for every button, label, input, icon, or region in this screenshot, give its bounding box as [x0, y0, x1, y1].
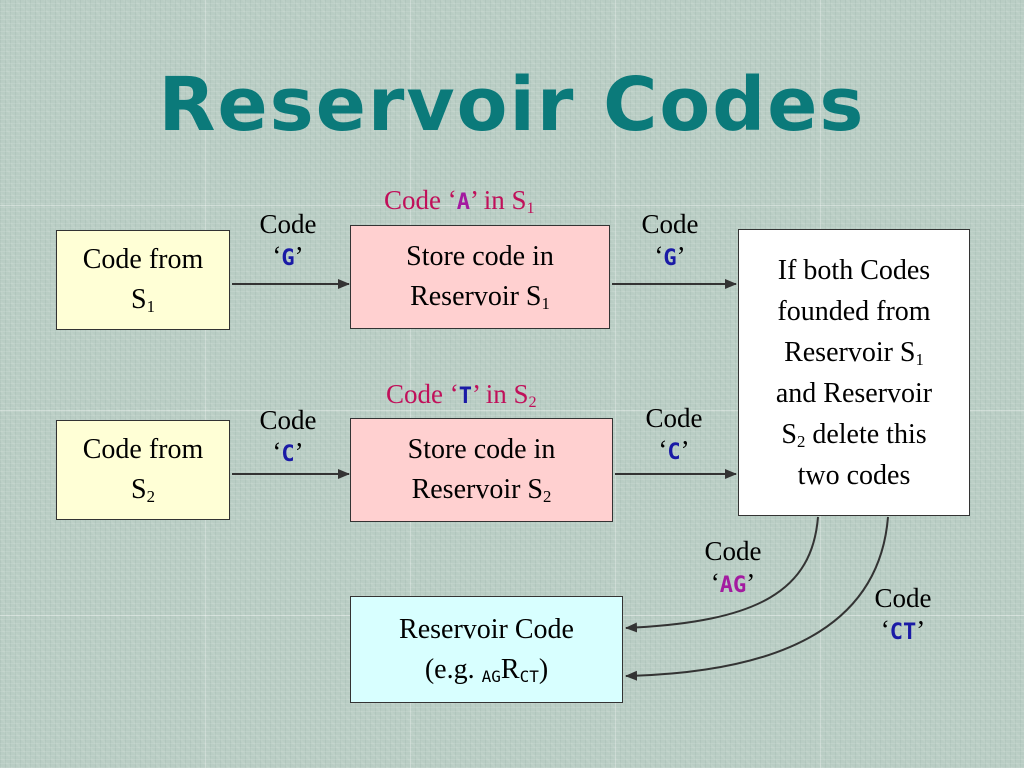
arrow-decision-ag-to-reservoir: [625, 516, 819, 633]
label-text: Code ‘: [386, 379, 459, 409]
box-text: two codes: [797, 459, 911, 491]
box-text: Store code in: [407, 434, 556, 465]
bg-seam: [615, 0, 616, 768]
source-name: S: [131, 284, 147, 315]
code-value: G: [663, 246, 677, 271]
reservoir-subscript: 1: [915, 349, 924, 369]
box-text: Code from: [82, 434, 204, 465]
label-subscript: 1: [526, 199, 535, 218]
example-subscript-right: CT: [519, 666, 539, 686]
code-value: C: [667, 440, 681, 465]
reservoir-subscript: 1: [541, 294, 550, 314]
code-value: CT: [889, 620, 917, 645]
box-text: Reservoir S: [411, 474, 544, 505]
source-subscript: 2: [146, 487, 155, 507]
quote-mark: ’: [746, 568, 756, 598]
example-r: R: [500, 653, 520, 685]
quote-mark: ’: [294, 437, 304, 467]
example-suffix: ): [538, 653, 549, 685]
label-code-g-right: Code ‘G’: [630, 208, 710, 275]
box-text: and Reservoir: [775, 377, 933, 409]
source-name: S: [131, 474, 147, 505]
quote-mark: ‘: [658, 435, 668, 465]
code-from-s1-box: Code from S1: [56, 230, 230, 330]
store-reservoir-s1-box: Store code in Reservoir S1: [350, 225, 610, 329]
box-text: S: [781, 418, 797, 450]
code-value: G: [281, 246, 295, 271]
label-code-ct: Code ‘CT’: [858, 582, 948, 649]
quote-mark: ’: [676, 241, 686, 271]
code-value: AG: [719, 573, 747, 598]
box-text: Reservoir Code: [399, 613, 574, 645]
label-text: Code: [641, 209, 699, 239]
quote-mark: ’: [680, 435, 690, 465]
slide-title: Reservoir Codes: [158, 62, 866, 148]
label-text: Code: [874, 583, 932, 613]
quote-mark: ’: [916, 615, 926, 645]
reservoir-subscript: 2: [796, 431, 806, 451]
label-text: Code: [645, 403, 703, 433]
label-code-c-right: Code ‘C’: [634, 402, 714, 469]
quote-mark: ‘: [654, 241, 664, 271]
box-text: founded from: [777, 295, 931, 327]
label-text: Code: [259, 405, 317, 435]
label-text: ’ in S: [471, 379, 529, 409]
bg-seam: [0, 205, 1024, 206]
reservoir-code-box: Reservoir Code (e.g. AGRCT): [350, 596, 623, 703]
label-code-g-left: Code ‘G’: [248, 208, 328, 275]
bg-seam: [205, 0, 206, 768]
code-from-s2-box: Code from S2: [56, 420, 230, 520]
arrow-decision-ct-to-reservoir: [625, 516, 889, 681]
bg-seam: [410, 0, 411, 768]
quote-mark: ‘: [272, 437, 282, 467]
box-text: Reservoir S: [410, 281, 542, 312]
label-code-ag: Code ‘AG’: [688, 535, 778, 602]
example-prefix: (e.g.: [424, 653, 482, 685]
label-text: Code: [259, 209, 317, 239]
label-code-c-left: Code ‘C’: [248, 404, 328, 471]
label-subscript: 2: [528, 393, 537, 412]
delete-condition-box: If both Codes founded from Reservoir S1 …: [738, 229, 970, 516]
quote-mark: ’: [294, 241, 304, 271]
bg-seam: [0, 410, 1024, 411]
box-text: Reservoir S: [784, 336, 916, 368]
quote-mark: ‘: [272, 241, 282, 271]
box-text: delete this: [805, 418, 927, 450]
source-subscript: 1: [146, 297, 155, 317]
label-text: ’ in S: [469, 185, 527, 215]
reservoir-subscript: 2: [543, 487, 552, 507]
example-subscript-left: AG: [481, 666, 501, 686]
store-reservoir-s2-box: Store code in Reservoir S2: [350, 418, 613, 522]
label-text: Code ‘: [384, 185, 457, 215]
label-text: Code: [704, 536, 762, 566]
label-code-a-in-s1: Code ‘A’ in S1: [384, 184, 535, 219]
box-text: Code from: [82, 244, 204, 275]
box-text: Store code in: [406, 241, 554, 272]
code-value: T: [458, 384, 472, 409]
box-text: If both Codes: [777, 254, 931, 286]
code-value: C: [281, 442, 295, 467]
label-code-t-in-s2: Code ‘T’ in S2: [386, 378, 537, 413]
quote-mark: ‘: [880, 615, 890, 645]
code-value: A: [456, 190, 470, 215]
quote-mark: ‘: [710, 568, 720, 598]
